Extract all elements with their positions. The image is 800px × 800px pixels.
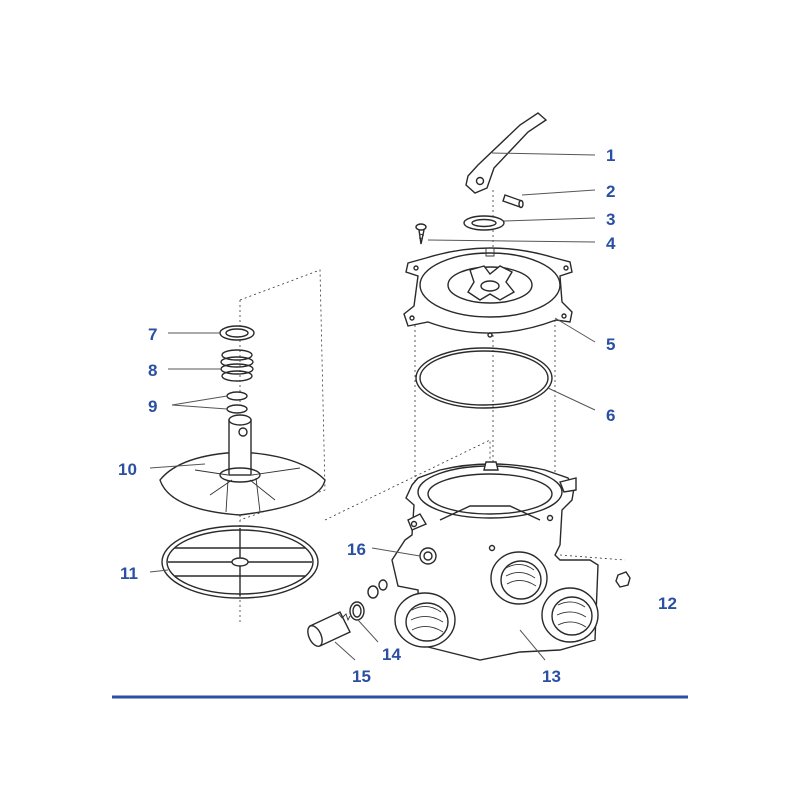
part-screw	[415, 223, 427, 245]
part-valve-body	[391, 461, 599, 661]
label-part-10: 10	[118, 460, 137, 479]
label-part-12: 12	[658, 594, 677, 613]
label-part-14: 14	[382, 645, 401, 664]
part-cover	[403, 247, 573, 338]
part-washer	[463, 215, 505, 231]
label-part-6: 6	[606, 406, 615, 425]
part-oring	[415, 347, 553, 409]
label-part-1: 1	[606, 146, 615, 165]
label-part-2: 2	[606, 182, 615, 201]
label-part-11: 11	[120, 564, 138, 583]
leader-lines	[149, 152, 596, 661]
part-plug	[307, 611, 351, 647]
part-nut	[615, 571, 631, 588]
part-labels: 1 2 3 4 5 6 7 8 9 10 11 12 13 14 15 16	[118, 146, 677, 686]
label-part-13: 13	[542, 667, 561, 686]
label-part-5: 5	[606, 335, 615, 354]
part-gasket	[161, 525, 319, 599]
label-part-15: 15	[352, 667, 371, 686]
label-part-16: 16	[347, 540, 366, 559]
part-pin	[502, 194, 524, 209]
label-part-8: 8	[148, 361, 157, 380]
label-part-4: 4	[606, 234, 616, 253]
label-part-3: 3	[606, 210, 615, 229]
label-part-7: 7	[148, 325, 157, 344]
part-spring-stack	[219, 325, 255, 414]
part-rotor	[159, 414, 326, 516]
label-part-9: 9	[148, 397, 157, 416]
part-seal	[349, 579, 388, 621]
